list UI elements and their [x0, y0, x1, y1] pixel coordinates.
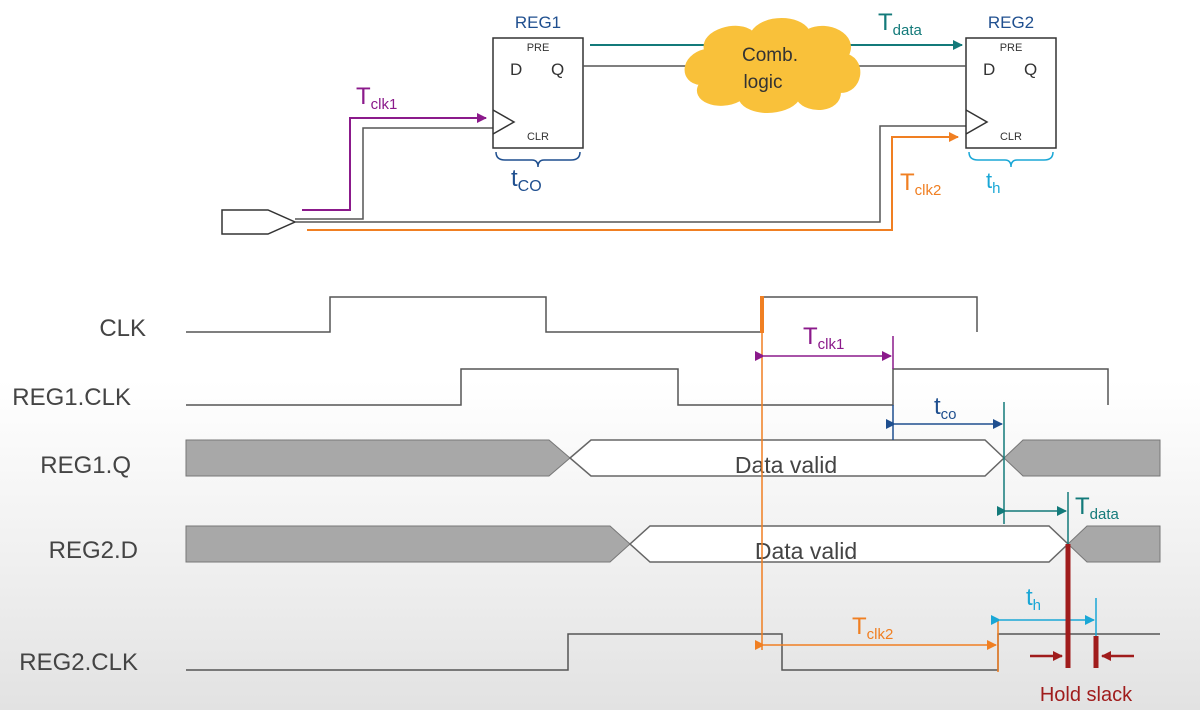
- comb-logic-cloud: Comb. logic: [684, 18, 861, 113]
- schematic: REG1 PRE D Q CLR tCO REG2 PRE D Q CLR th: [221, 9, 1057, 235]
- comb-logic-line1: Comb.: [742, 45, 798, 66]
- tclk1-schematic-label: Tclk1: [356, 83, 397, 113]
- tclk2-schematic-label: Tclk2: [900, 169, 941, 199]
- reg2-pin-d: D: [983, 60, 995, 79]
- reg2-d-invalid-left: [185, 525, 631, 563]
- reg2-pin-clr: CLR: [1000, 131, 1022, 143]
- tco-label: tCO: [511, 165, 542, 195]
- reg2-d-data-label: Data valid: [755, 538, 857, 564]
- clock-input-port: [221, 209, 297, 235]
- reg2-title: REG2: [988, 13, 1034, 32]
- signal-label-reg2-clk: REG2.CLK: [19, 649, 138, 676]
- tco-brace: [495, 151, 581, 168]
- th-timing-label: th: [1026, 584, 1041, 614]
- hold-slack-label: Hold slack: [1040, 684, 1133, 706]
- tclk1-path-arrow: [302, 113, 487, 211]
- comb-logic-line2: logic: [743, 72, 782, 93]
- clk-waveform: [186, 296, 978, 333]
- signal-label-reg1-q: REG1.Q: [40, 452, 131, 479]
- reg1-block: REG1 PRE D Q CLR tCO: [492, 13, 584, 195]
- th-brace: [968, 151, 1054, 168]
- tdata-timing-label: Tdata: [1075, 493, 1120, 523]
- th-label: th: [986, 168, 1000, 197]
- reg2-pin-q: Q: [1024, 60, 1037, 79]
- clock-wire-reg1: [295, 127, 493, 220]
- reg1-pin-d: D: [510, 60, 522, 79]
- reg2-block: REG2 PRE D Q CLR th: [965, 13, 1057, 197]
- clock-wire-reg2: [295, 125, 966, 223]
- reg1-q-invalid-left: [185, 439, 571, 477]
- reg1-pin-pre: PRE: [527, 42, 550, 54]
- reg1-title: REG1: [515, 13, 561, 32]
- reg2-d-invalid-right: [1067, 525, 1161, 563]
- tco-timing-label: tco: [934, 393, 957, 423]
- reg1-pin-q: Q: [551, 60, 564, 79]
- waveforms: CLK REG1.CLK REG1.Q REG2.D REG2.CLK Data…: [12, 296, 1161, 706]
- reg2-pin-pre: PRE: [1000, 42, 1023, 54]
- tclk2-timing-label: Tclk2: [852, 613, 893, 643]
- tclk2-path-arrow: [307, 132, 959, 231]
- reg2-clock-triangle: [965, 109, 989, 135]
- signal-label-clk: CLK: [99, 315, 146, 342]
- reg1-clk-waveform: [186, 368, 1109, 406]
- signal-label-reg2-d: REG2.D: [49, 537, 138, 564]
- reg1-q-invalid-right: [1003, 439, 1161, 477]
- reg1-q-data-label: Data valid: [735, 452, 837, 478]
- reg1-clock-triangle: [492, 109, 516, 135]
- signal-label-reg1-clk: REG1.CLK: [12, 384, 131, 411]
- tclk1-timing-label: Tclk1: [803, 323, 844, 353]
- reg2-clk-waveform: [186, 633, 1160, 671]
- reg1-pin-clr: CLR: [527, 131, 549, 143]
- tdata-schematic-label: Tdata: [878, 9, 923, 39]
